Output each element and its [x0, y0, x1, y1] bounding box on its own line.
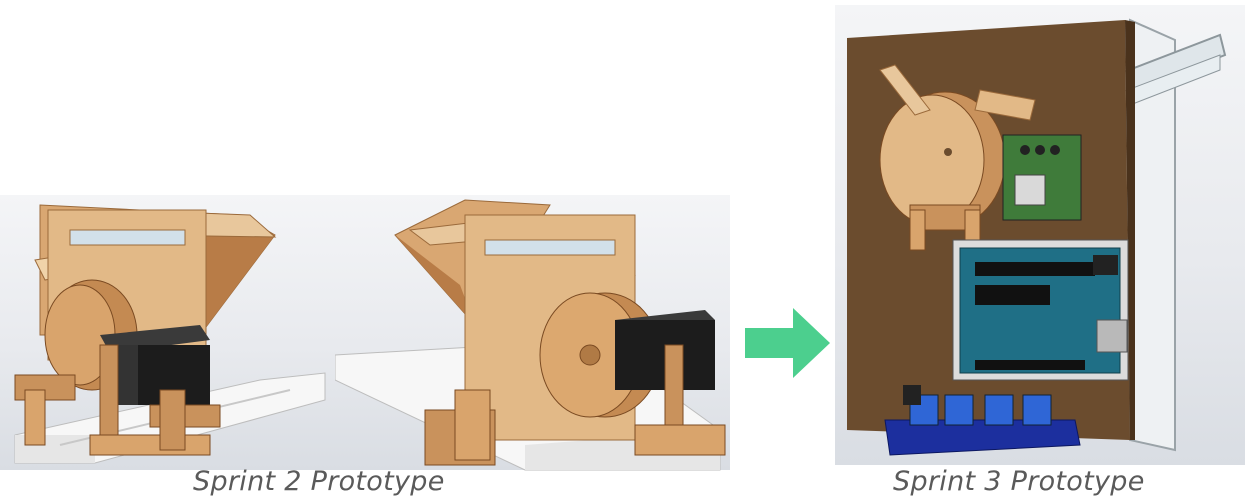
sprint-2-prototype-view-1 — [0, 195, 340, 475]
sprint-2-caption: Sprint 2 Prototype — [193, 466, 445, 497]
right-arrow-icon — [745, 308, 830, 378]
sprint-3-prototype — [835, 0, 1245, 470]
sprint-3-caption: Sprint 3 Prototype — [893, 466, 1145, 497]
sprint-2-prototype-view-2 — [335, 195, 730, 475]
